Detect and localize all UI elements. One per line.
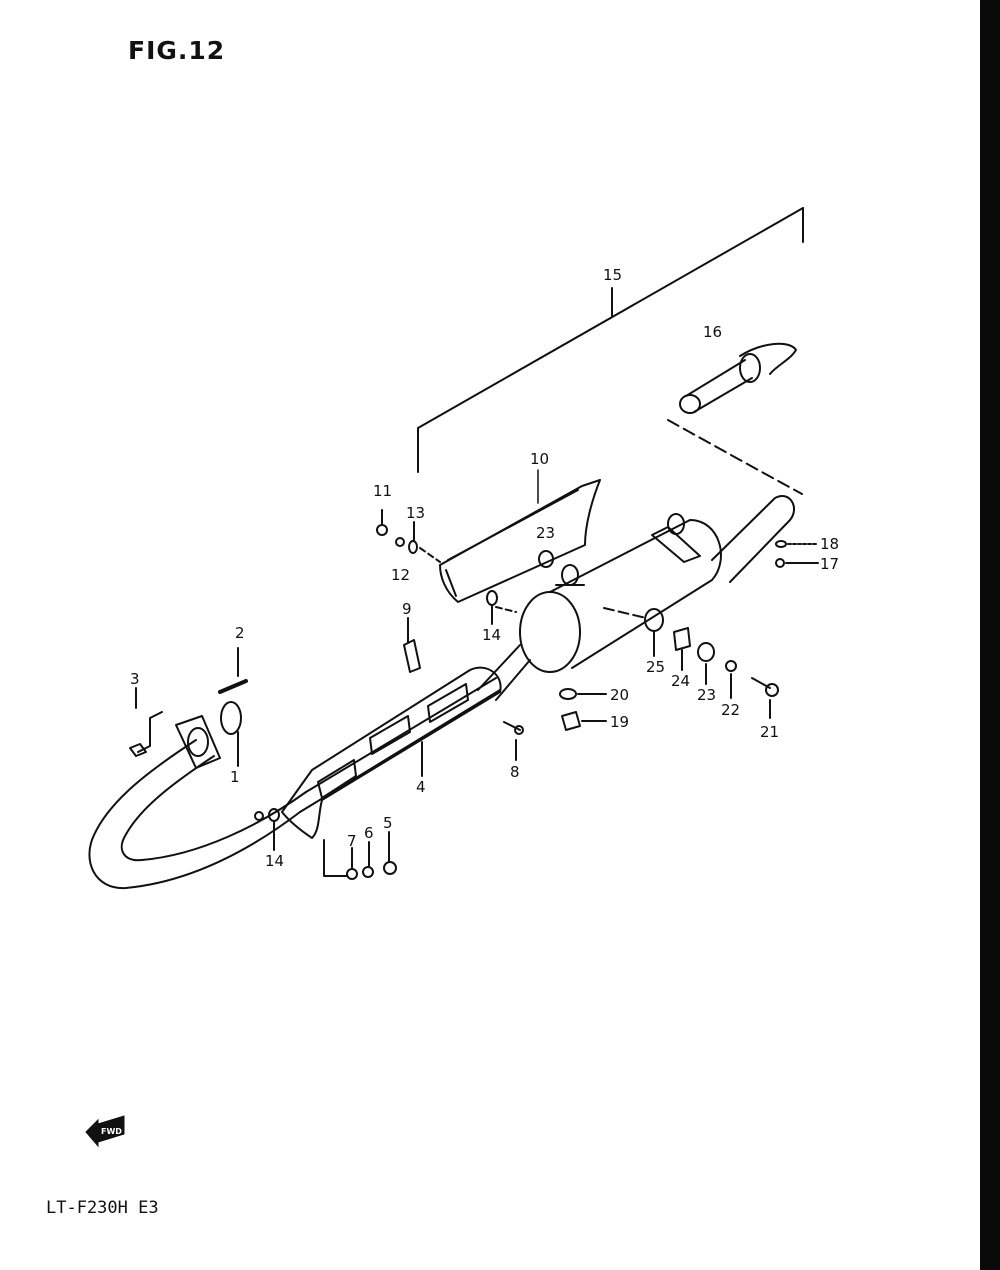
bolt-11 [376, 509, 388, 536]
part-label-23-upper: 23 [536, 524, 555, 542]
muffler [519, 495, 795, 673]
part-labels: 1 2 3 4 5 6 7 8 9 10 11 12 13 14 14 15 1… [130, 266, 839, 870]
part-label-14-upper: 14 [482, 626, 501, 644]
part-label-10: 10 [530, 450, 549, 468]
washer-13 [408, 521, 418, 554]
model-code: LT-F230H E3 [46, 1198, 159, 1218]
exhaust-pipe [88, 644, 531, 890]
assembly-bracket-15 [417, 207, 804, 473]
bracket-9 [403, 617, 421, 673]
grommet-leader [495, 606, 517, 613]
bolt-21 [751, 677, 779, 719]
nut-22 [725, 660, 737, 699]
grommet-14-upper [486, 590, 498, 625]
muffler-heat-shield [439, 469, 601, 603]
part-label-24: 24 [671, 672, 690, 690]
part-label-2: 2 [235, 624, 245, 642]
grommet-25 [644, 608, 664, 657]
grommet-23-lower [697, 642, 715, 685]
muffler-mount-leader [603, 607, 647, 619]
part-label-22: 22 [721, 701, 740, 719]
forward-arrow-icon [85, 1115, 125, 1148]
screw-8 [503, 721, 524, 761]
washer-12 [395, 537, 405, 547]
washer-18 [775, 540, 819, 548]
part-label-1: 1 [230, 768, 240, 786]
flange-gasket [220, 701, 242, 735]
part-label-5: 5 [383, 814, 393, 832]
arrester-leader [667, 419, 803, 495]
part-label-4: 4 [416, 778, 426, 796]
part-label-11: 11 [373, 482, 392, 500]
part-label-16: 16 [703, 323, 722, 341]
part-label-19: 19 [610, 713, 629, 731]
plug-19 [561, 711, 607, 731]
scan-edge-bar [980, 0, 1000, 1270]
part-label-25: 25 [646, 658, 665, 676]
part-label-15: 15 [603, 266, 622, 284]
part-label-13: 13 [406, 504, 425, 522]
fwd-text: FWD [101, 1127, 122, 1136]
part-label-18: 18 [820, 535, 839, 553]
nut-3 [129, 743, 147, 757]
part-label-12: 12 [391, 566, 410, 584]
part-label-20: 20 [610, 686, 629, 704]
stud-2 [218, 679, 248, 694]
part-label-14-lower: 14 [265, 852, 284, 870]
collar-24 [673, 627, 691, 671]
spark-arrester [679, 342, 797, 414]
washer-20 [559, 688, 607, 700]
figure-title: FIG.12 [128, 36, 226, 65]
part-label-7: 7 [347, 832, 357, 850]
bolt-17 [775, 558, 819, 568]
grommet-14-lower [254, 808, 280, 851]
pipe-flange [175, 715, 221, 769]
part-label-23-lower: 23 [697, 686, 716, 704]
mount-hardware-5-6-7 [323, 831, 397, 880]
part-label-8: 8 [510, 763, 520, 781]
fwd-badge: FWD [85, 1115, 125, 1148]
part-label-9: 9 [402, 600, 412, 618]
part-label-21: 21 [760, 723, 779, 741]
grommet-23-upper [538, 550, 554, 568]
part-label-3: 3 [130, 670, 140, 688]
bolt-leader-11 [419, 547, 441, 563]
part-label-6: 6 [364, 824, 374, 842]
part-label-17: 17 [820, 555, 839, 573]
pipe-heat-shield [281, 666, 502, 839]
